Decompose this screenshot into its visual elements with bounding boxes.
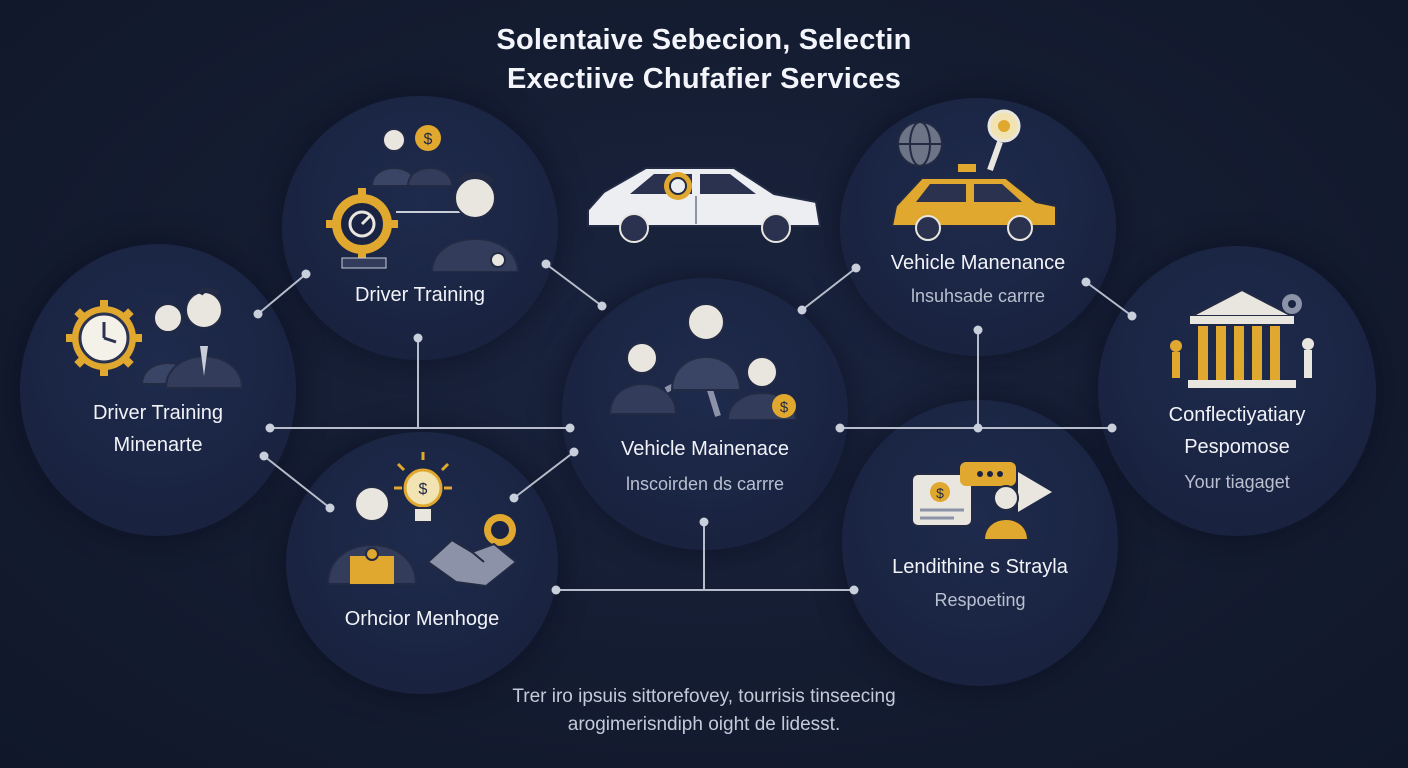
building-icon [1170,288,1314,388]
node-left-label-1: Driver Training [92,402,224,424]
lightbulb-icon: $ [394,452,452,523]
node-left-driver-training: Driver Training Minenarte [20,244,296,536]
node-center-sub: lnscoirden ds carrre [625,474,785,494]
node-left-label-2: Minenarte [113,434,203,456]
connector-dot [565,423,575,433]
node-far-right-label-1: Conflectiyatiary [1168,404,1306,426]
connector-dot [699,517,709,527]
connector-dot [851,263,861,273]
target-gear-icon [326,188,478,269]
footer-caption-line-2: arogimerisndiph oight de lidesst. [567,714,841,735]
node-bottom-right-sub: Respoeting [934,590,1026,610]
svg-text:$: $ [424,131,433,148]
node-far-right-sub: Your tiagaget [1184,472,1290,492]
taxi-icon [890,164,1057,241]
document-icon: $ [911,473,973,527]
handshake-icon [426,514,518,588]
connector-dot [551,585,561,595]
connector-dot [973,325,983,335]
connector-dot [325,503,335,513]
team-icon: $ [608,303,798,420]
gear-clock-icon [66,300,142,376]
manager-icon [326,486,418,585]
connector [545,263,603,307]
connector-dot [301,269,311,279]
connector [257,273,307,315]
node-top-left-label: Driver Training [354,284,486,306]
connector [801,267,857,311]
connector-dot [413,333,423,343]
node-bottom-left-label: Orhcior Menhoge [344,608,500,630]
node-bottom-right-lendithine: $ Lendithine s Strayla Respoeting [842,400,1118,686]
node-top-right-vehicle-manenance: Vehicle Manenance lnsuhsade carrre [840,98,1116,356]
svg-text:$: $ [936,485,944,501]
svg-text:$: $ [419,481,428,498]
connector [513,451,575,499]
connector-dot [1107,423,1117,433]
connector-dot [1081,277,1091,287]
connector-dot [569,447,579,457]
connector-dot [597,301,607,311]
node-top-right-sub: lnsuhsade carrre [910,286,1046,306]
connector-dot [973,423,983,433]
connector-dot [541,259,551,269]
node-center-vehicle-mainenace: $ Vehicle Mainenace lnscoirden ds carrre [562,278,848,550]
connector-dot [259,451,269,461]
diagram-title-line-1: Solentaive Sebecion, Selectin [496,24,912,56]
connector-dot [253,309,263,319]
person-icon [960,462,1052,541]
connector-dot [265,423,275,433]
node-far-right-conflectiyatiary: Conflectiyatiary Pespomose Your tiagaget [1098,246,1376,536]
globe-icon [897,121,943,167]
node-top-left-driver-training: $ Driver Training [282,96,558,360]
node-center-label: Vehicle Mainenace [621,438,789,460]
diagram-title-line-2: Exectiive Chufafier Services [506,63,902,95]
node-far-right-label-2: Pespomose [1184,436,1290,458]
connector [1085,281,1133,317]
node-top-right-label: Vehicle Manenance [890,252,1066,274]
node-bottom-left-orhcior-menhoge: $ Orhcior Menhoge [286,432,558,694]
manager-icon [430,172,520,272]
connector-dot [1127,311,1137,321]
connector-dot [849,585,859,595]
node-bottom-right-label: Lendithine s Strayla [892,556,1068,578]
connector-dot [509,493,519,503]
connector [263,455,331,509]
footer-caption-line-1: Trer iro ipsuis sittorefovey, tourrisis … [512,686,896,707]
connector-dot [835,423,845,433]
car-icon [587,167,822,243]
executives-icon [140,287,244,389]
magnifier-icon [987,109,1021,172]
executives-icon: $ [370,125,454,187]
svg-text:$: $ [780,399,789,416]
connector-dot [797,305,807,315]
